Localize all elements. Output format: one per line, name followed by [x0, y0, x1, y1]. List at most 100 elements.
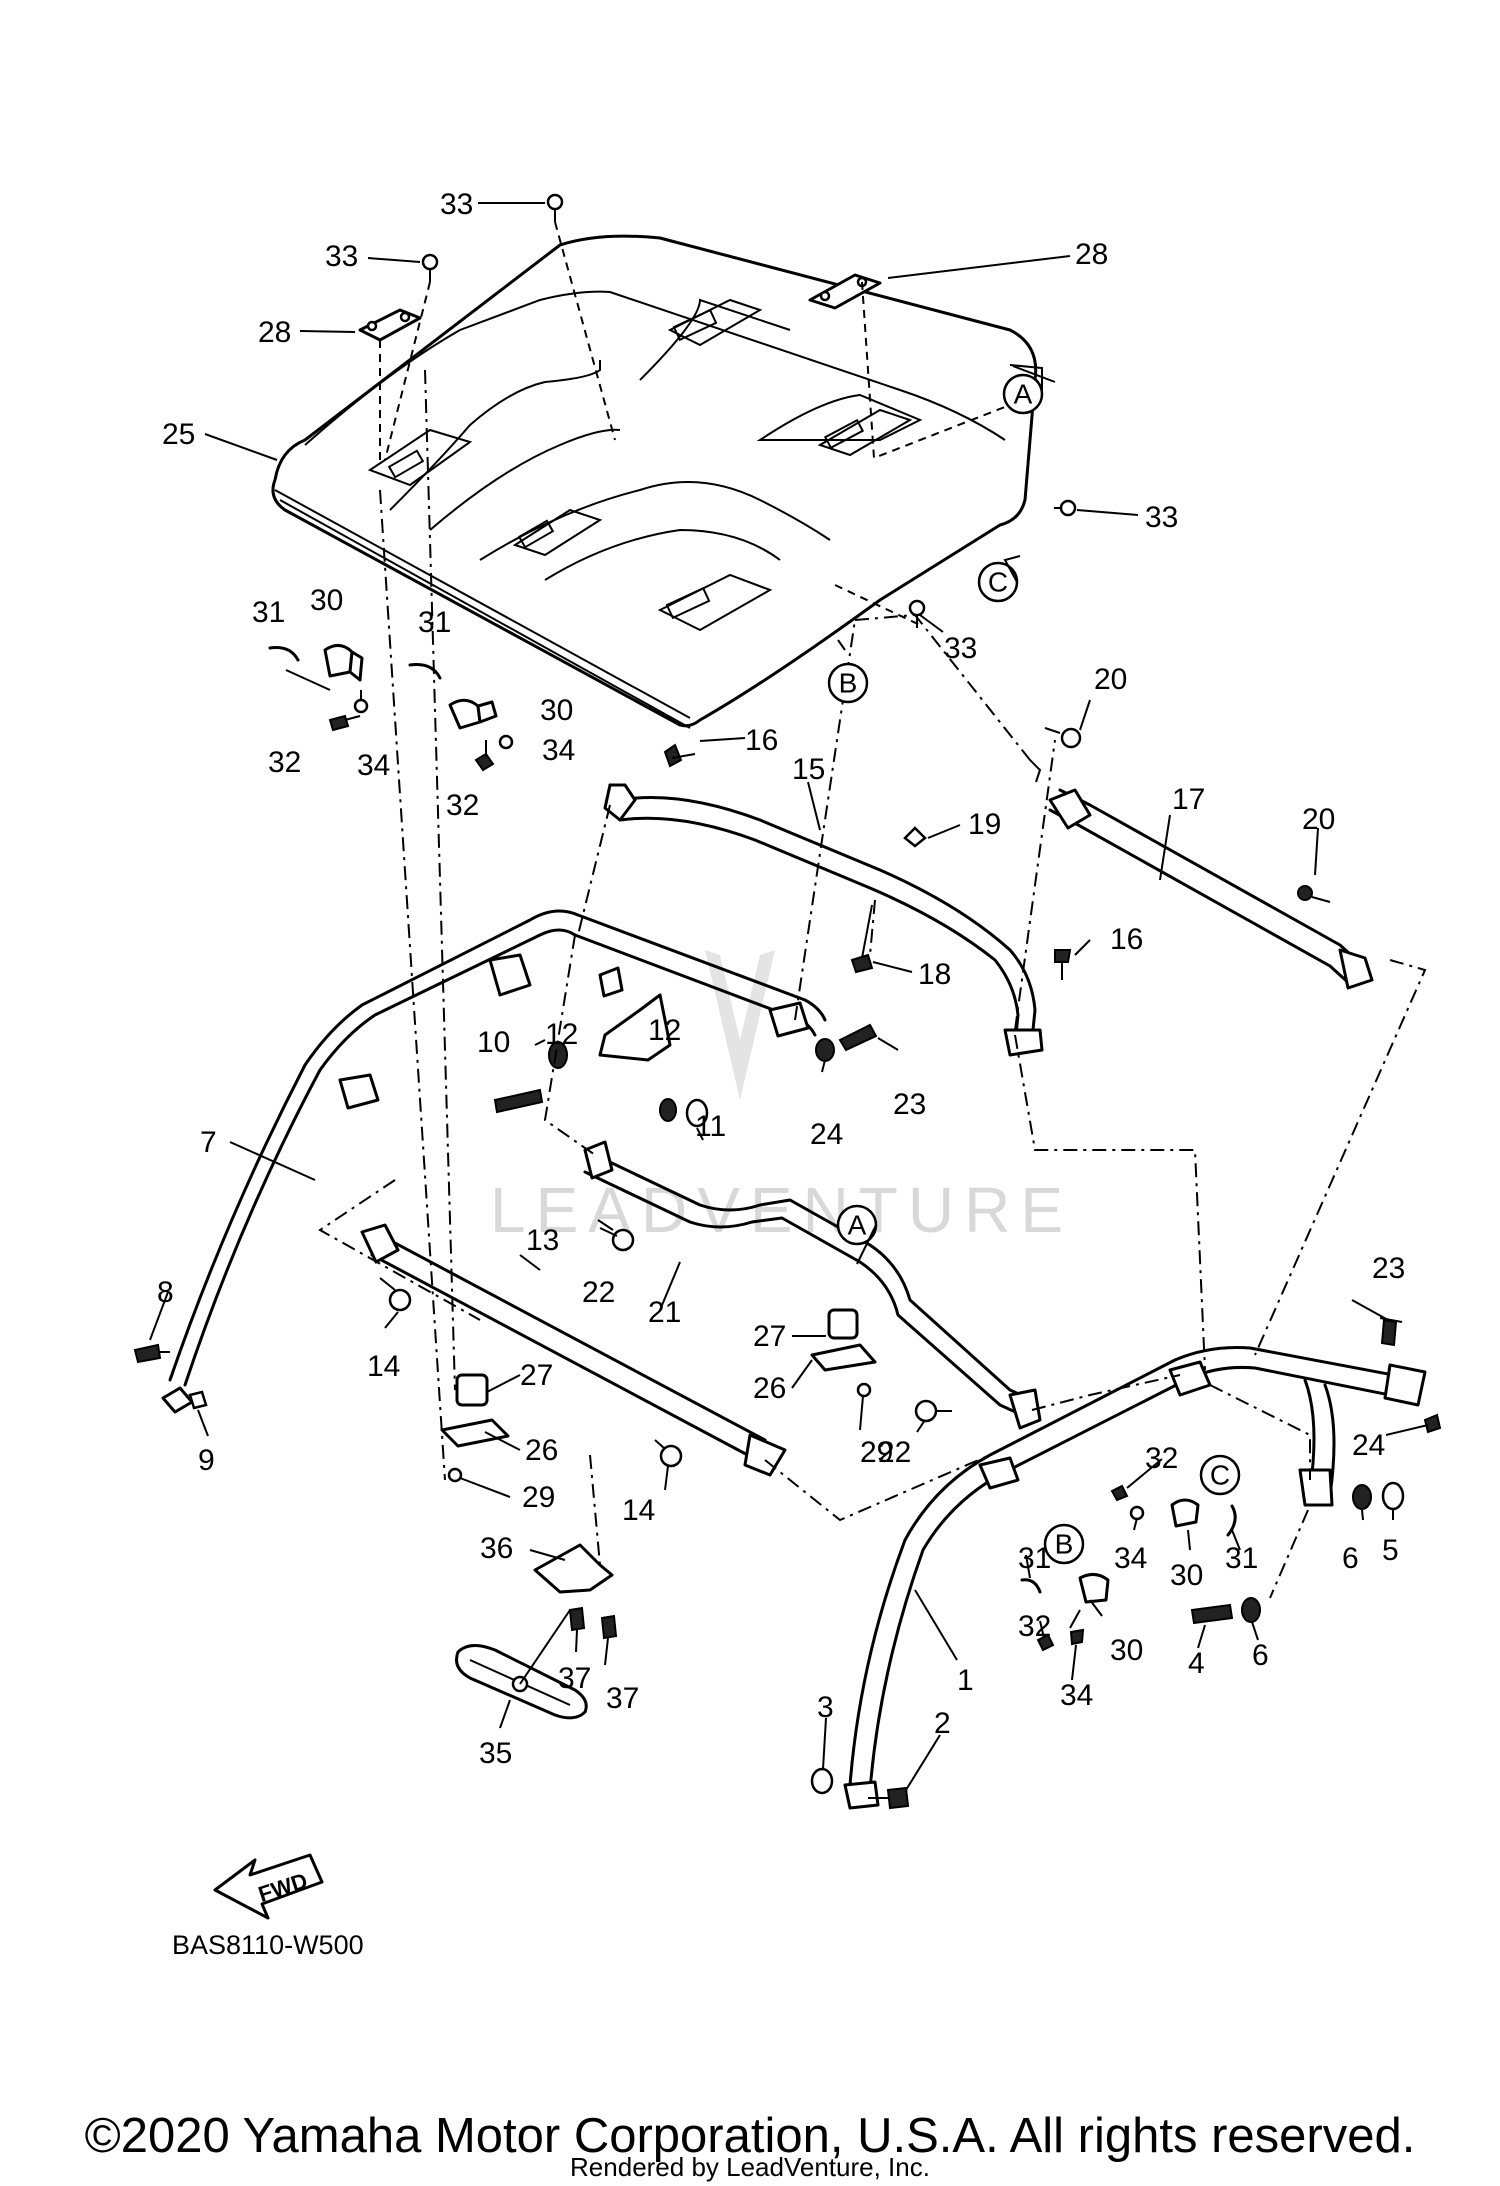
washer-12-right	[659, 1098, 677, 1122]
callout-6: 6	[1342, 1542, 1359, 1575]
watermark-text: LEADVENTURE	[490, 1174, 1073, 1246]
bolt-4	[1190, 1603, 1234, 1625]
roof-panel	[271, 234, 1038, 729]
callout-28: 28	[1075, 238, 1108, 271]
tube-21	[583, 1140, 1042, 1430]
svg-text:C: C	[988, 567, 1008, 598]
bolt-32-right-upper	[1110, 1484, 1129, 1502]
svg-text:B: B	[1055, 1529, 1074, 1560]
callout-12: 12	[545, 1018, 578, 1051]
mirror-bracket-36	[533, 1543, 614, 1594]
clamp-30-mid	[408, 663, 498, 730]
ref-marker-c-top: C	[977, 561, 1019, 603]
mirror-35	[455, 1609, 588, 1720]
tube-15	[603, 783, 1044, 1057]
bolt-16-right	[1054, 949, 1072, 980]
callout-30: 30	[310, 584, 343, 617]
callout-18: 18	[918, 958, 951, 991]
callout-labels: 33 33 28 25 28 33 33 31 30 31 30 32 34 3…	[157, 188, 1405, 1770]
bolt-10	[493, 1088, 544, 1114]
callout-10: 10	[477, 1026, 510, 1059]
callout-30: 30	[1170, 1559, 1203, 1592]
callout-34: 34	[1114, 1542, 1147, 1575]
copyright-notice: ©2020 Yamaha Motor Corporation, U.S.A. A…	[84, 2109, 1416, 2163]
rendered-by-notice: Rendered by LeadVenture, Inc.	[570, 2152, 930, 2182]
bolt-8	[133, 1343, 170, 1364]
callout-23: 23	[893, 1088, 926, 1121]
bolt-32-left	[328, 714, 361, 732]
callout-31: 31	[252, 596, 285, 629]
screw-33-top	[546, 193, 564, 222]
svg-text:B: B	[839, 668, 858, 699]
callout-30: 30	[540, 694, 573, 727]
callout-9: 9	[198, 1444, 215, 1477]
callout-34: 34	[1060, 1679, 1093, 1712]
callout-28: 28	[258, 316, 291, 349]
callout-24: 24	[810, 1118, 843, 1151]
callout-24: 24	[1352, 1429, 1385, 1462]
clamp-30-left	[268, 644, 364, 691]
callout-21: 21	[648, 1296, 681, 1329]
callout-3: 3	[817, 1691, 834, 1724]
callout-2: 2	[934, 1707, 951, 1740]
callout-30: 30	[1110, 1634, 1143, 1667]
tube-13	[360, 1223, 787, 1477]
callout-29: 29	[522, 1481, 555, 1514]
tube-17	[1029, 759, 1374, 990]
clip-19	[903, 826, 927, 848]
bolt-20-top	[1044, 727, 1082, 749]
callout-37: 37	[606, 1682, 639, 1715]
footer: ©2020 Yamaha Motor Corporation, U.S.A. A…	[0, 2108, 1500, 2186]
callout-6: 6	[1252, 1639, 1269, 1672]
callout-27: 27	[753, 1320, 786, 1353]
callout-1: 1	[957, 1664, 974, 1697]
bolt-32-mid	[474, 740, 495, 772]
bolt-16-top	[663, 743, 696, 768]
callout-32: 32	[268, 746, 301, 779]
washer-6-upper	[1352, 1484, 1372, 1510]
callout-23: 23	[1372, 1252, 1405, 1285]
bolt-14-left	[379, 1277, 412, 1312]
ref-marker-b-top: B	[827, 662, 869, 704]
nut-34-mid	[498, 734, 514, 750]
callout-33: 33	[1145, 501, 1178, 534]
callout-15: 15	[792, 753, 825, 786]
callout-25: 25	[162, 418, 195, 451]
callout-12: 12	[648, 1014, 681, 1047]
callout-19: 19	[968, 808, 1001, 841]
bolt-18	[850, 904, 874, 974]
screw-33-left	[421, 253, 439, 282]
callout-13: 13	[526, 1224, 559, 1257]
rollbar-1	[843, 1346, 1427, 1810]
callout-14: 14	[622, 1494, 655, 1527]
diagram-code: BAS8110-W500	[172, 1930, 364, 1960]
ref-marker-b-lower: B	[1043, 1523, 1085, 1565]
callout-16: 16	[745, 724, 778, 757]
callout-27: 27	[520, 1359, 553, 1392]
svg-text:C: C	[1210, 1460, 1230, 1491]
bolt-14-right	[654, 1439, 683, 1468]
nut-34-right-upper	[1129, 1505, 1145, 1521]
callout-32: 32	[446, 789, 479, 822]
callout-8: 8	[157, 1276, 174, 1309]
bolt-2	[868, 1786, 910, 1810]
callout-33: 33	[440, 188, 473, 221]
callout-26: 26	[525, 1434, 558, 1467]
callout-20: 20	[1302, 803, 1335, 836]
callout-31: 31	[1225, 1542, 1258, 1575]
nut-9	[188, 1390, 208, 1410]
washer-3	[810, 1767, 834, 1795]
ref-marker-a-top: A	[1002, 373, 1044, 415]
clamp-30-right-upper	[1170, 1498, 1237, 1537]
nut-24-top	[815, 1038, 835, 1062]
screw-33-right	[1054, 499, 1077, 517]
callout-17: 17	[1172, 783, 1205, 816]
callout-16: 16	[1110, 923, 1143, 956]
callout-31: 31	[418, 606, 451, 639]
clamp-30-right-lower	[1020, 1573, 1110, 1604]
callout-4: 4	[1188, 1647, 1205, 1680]
callout-14: 14	[367, 1350, 400, 1383]
bolt-20-right	[1297, 885, 1331, 903]
callout-32: 32	[1145, 1442, 1178, 1475]
washer-6-lower	[1241, 1597, 1261, 1623]
